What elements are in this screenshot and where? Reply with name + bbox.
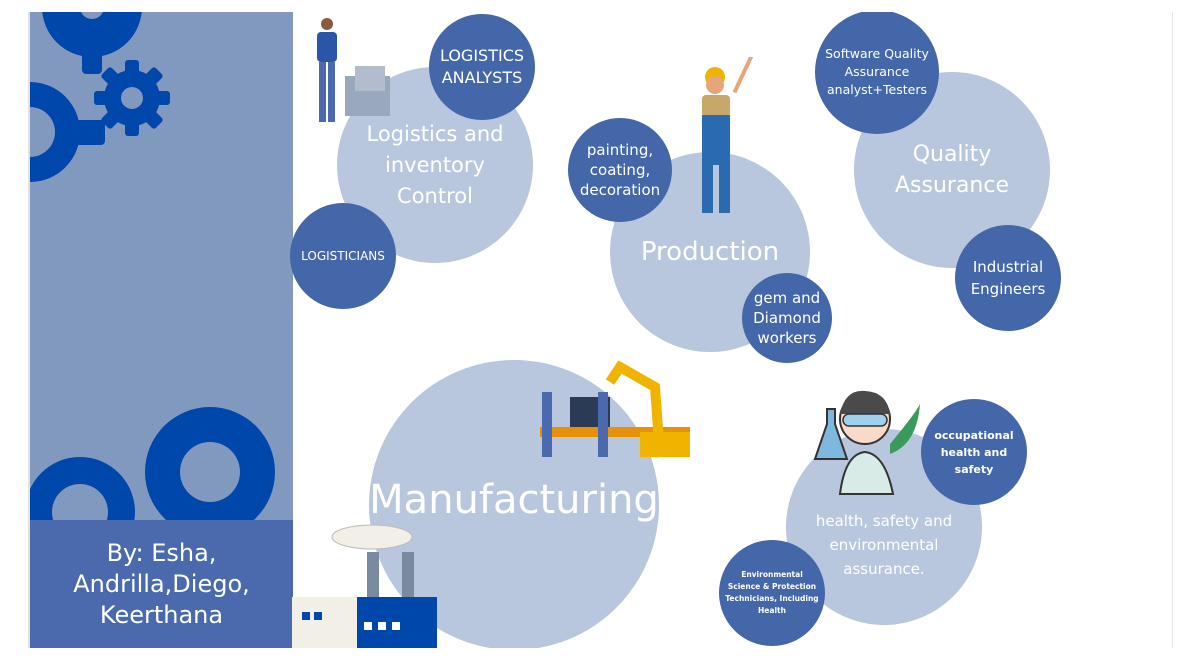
- factory-building-illustration: [292, 524, 437, 648]
- slide: By: Esha, Andrilla,Diego, Keerthana Logi…: [28, 12, 1173, 648]
- painter-illustration: [702, 57, 754, 213]
- logistics-worker-illustration: [317, 18, 390, 122]
- role-occupational-health: occupational health and safety: [921, 399, 1027, 505]
- role-software-qa: Software Quality Assurance analyst+Teste…: [815, 12, 939, 134]
- role-industrial-engineers: Industrial Engineers: [955, 225, 1061, 331]
- topic-quality-assurance: Quality Assurance: [854, 72, 1050, 268]
- scientist-illustration: [813, 390, 920, 495]
- factory-robot-illustration: [540, 360, 690, 458]
- gears-top-icon: [30, 12, 170, 182]
- role-gem-diamond: gem and Diamond workers: [742, 273, 832, 363]
- role-logistics-analysts: LOGISTICS ANALYSTS: [429, 14, 535, 120]
- gears-bottom-icon: [30, 407, 275, 522]
- role-logisticians: LOGISTICIANS: [290, 203, 396, 309]
- role-environmental-technicians: Environmental Science & Protection Techn…: [719, 540, 825, 646]
- left-panel: By: Esha, Andrilla,Diego, Keerthana: [30, 12, 293, 648]
- role-painting: painting, coating, decoration: [568, 118, 672, 222]
- authors-byline: By: Esha, Andrilla,Diego, Keerthana: [30, 520, 293, 648]
